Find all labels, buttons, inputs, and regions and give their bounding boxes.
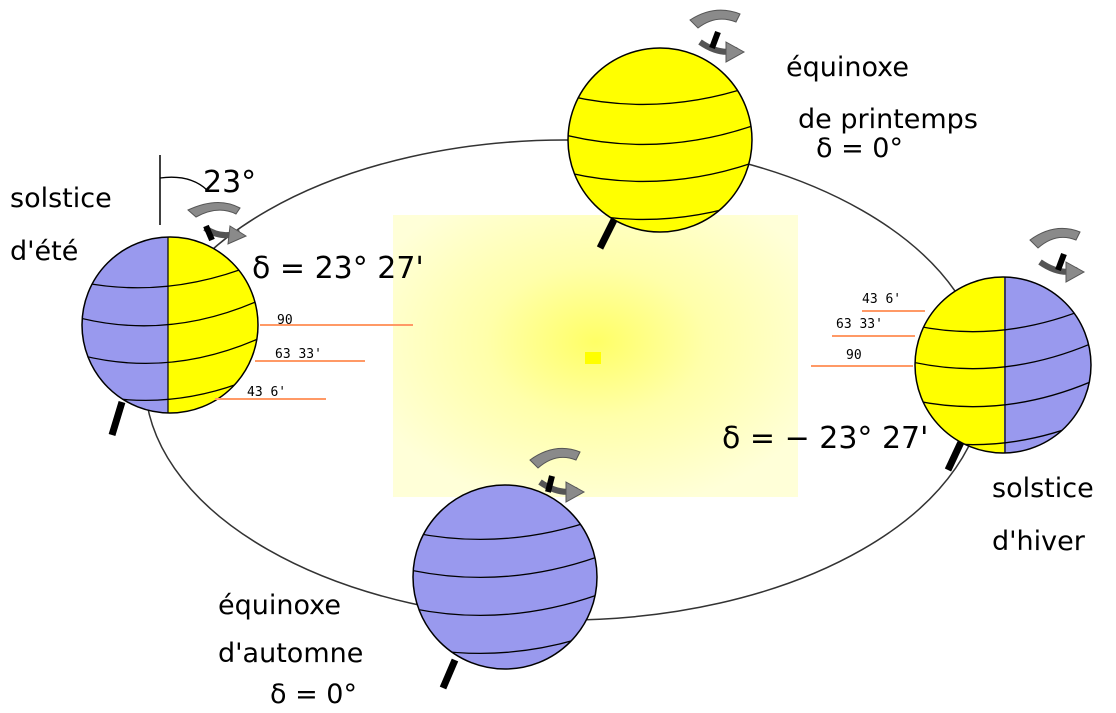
winter-rotation-arrow-icon: [1029, 227, 1086, 283]
winter-axis-bottom: [944, 438, 966, 472]
summer-declination: δ = 23° 27': [252, 251, 424, 286]
earth-winter-solstice: [914, 276, 1092, 472]
earth-summer-solstice: [81, 236, 259, 437]
spring-rotation-arrow-icon: [689, 9, 746, 63]
summer-ray-label-2: 63 33': [275, 347, 322, 362]
tilt-reference: [159, 155, 208, 225]
winter-solstice-label-2: d'hiver: [992, 526, 1086, 557]
spring-equinox-label-2: de printemps: [798, 104, 978, 135]
winter-ray-label-1: 43 6': [862, 292, 901, 307]
summer-ray-label-3: 43 6': [247, 385, 286, 400]
summer-rotation-arrow-icon: [187, 202, 248, 245]
summer-sun-rays: [215, 324, 413, 400]
winter-ray-label-3: 90: [846, 348, 862, 363]
winter-solstice-label-1: solstice: [992, 473, 1094, 504]
summer-ray-label-1: 90: [277, 313, 293, 328]
sun-core: [585, 352, 601, 364]
winter-ray-label-2: 63 33': [836, 317, 883, 332]
autumn-declination: δ = 0°: [270, 679, 357, 710]
winter-declination: δ = − 23° 27': [722, 421, 928, 456]
summer-solstice-label-1: solstice: [10, 183, 112, 214]
spring-equinox-label-1: équinoxe: [786, 52, 909, 83]
autumn-equinox-label-2: d'automne: [218, 638, 363, 669]
spring-axis-bottom: [596, 218, 618, 250]
autumn-rotation-arrow-icon: [529, 447, 586, 503]
summer-axis-bottom: [108, 400, 126, 437]
autumn-axis-bottom: [439, 658, 459, 690]
summer-solstice-label-2: d'été: [10, 236, 78, 267]
tilt-angle-label: 23°: [203, 165, 256, 200]
summer-day-side: [168, 237, 258, 413]
earth-autumn-equinox: [412, 484, 598, 690]
winter-sun-rays: [811, 310, 925, 367]
autumn-equinox-label-1: équinoxe: [218, 590, 341, 621]
spring-declination: δ = 0°: [816, 133, 903, 164]
